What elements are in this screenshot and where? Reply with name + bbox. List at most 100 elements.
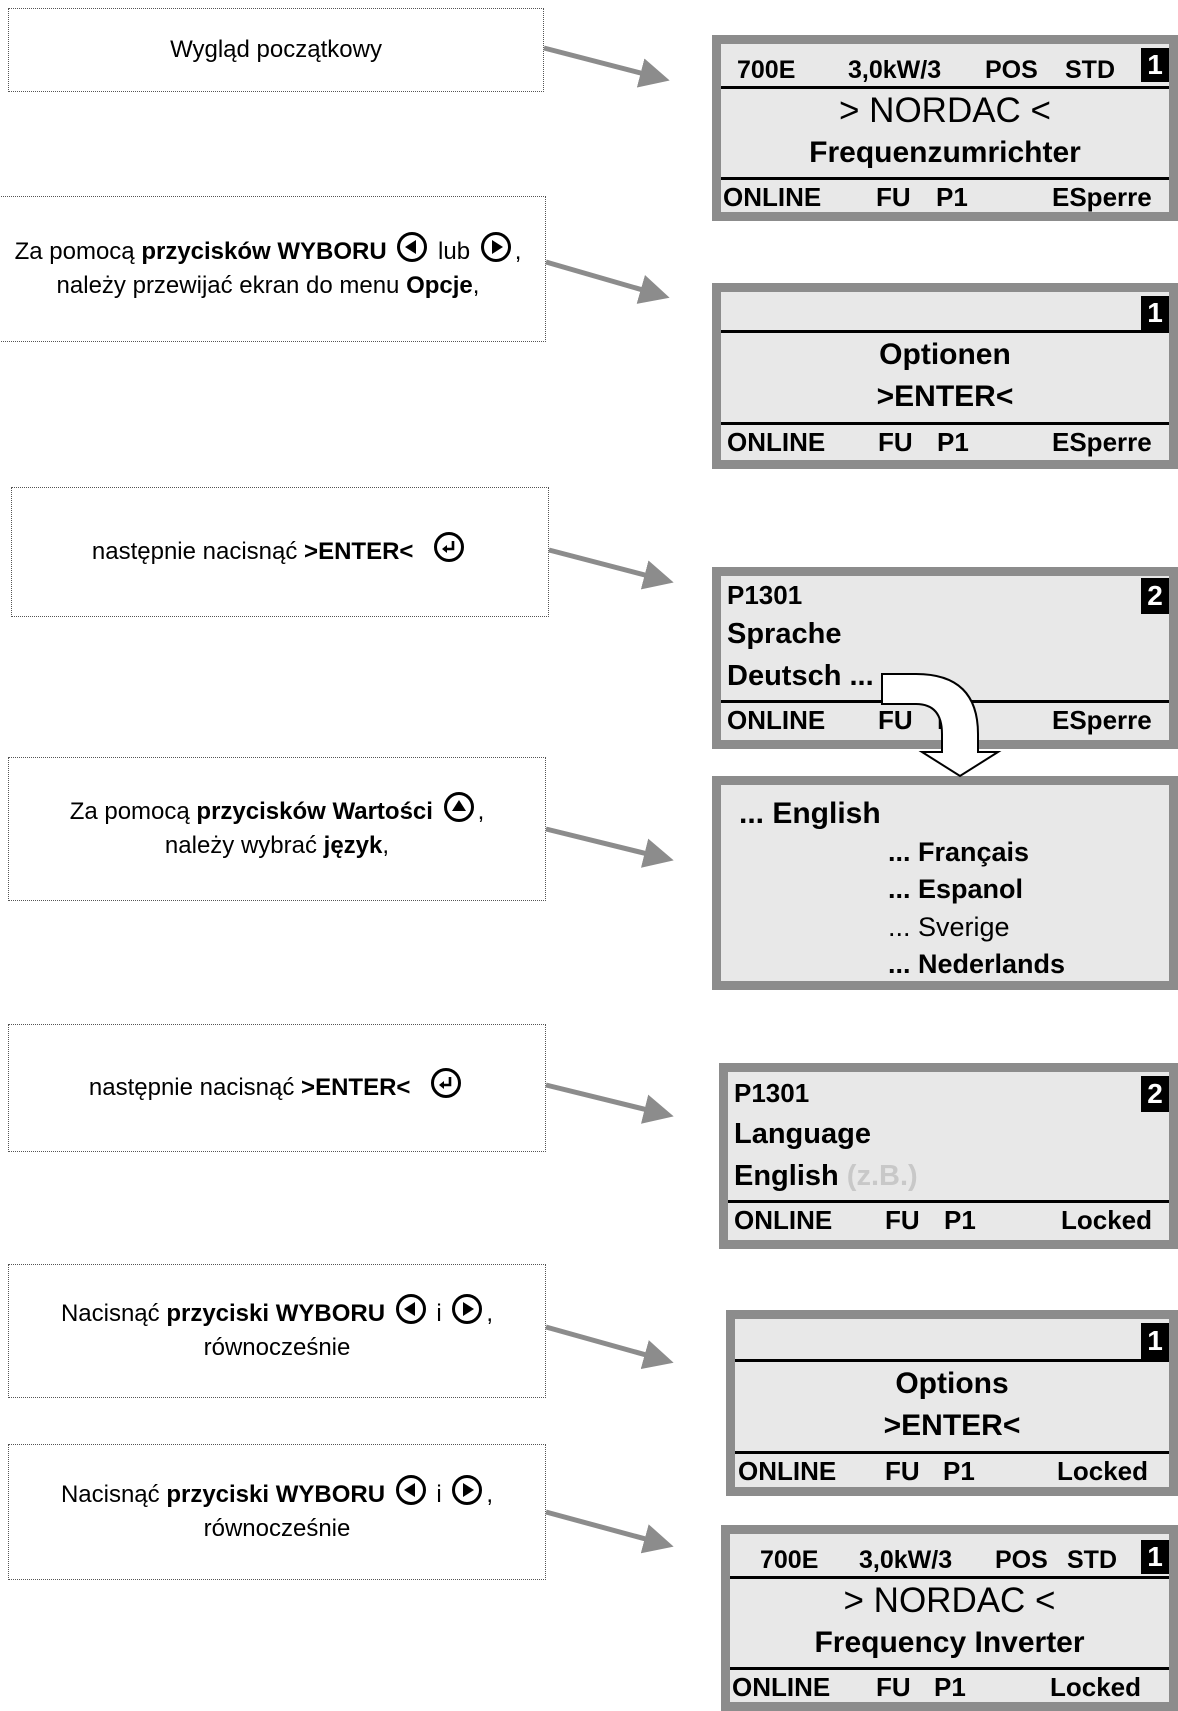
step-text: należy wybrać bbox=[164, 832, 324, 859]
display-line: > NORDAC < bbox=[839, 91, 1051, 130]
page-badge: 2 bbox=[1141, 1076, 1169, 1112]
step-text: , bbox=[486, 1300, 494, 1327]
parameter-number: P1301 bbox=[727, 580, 803, 610]
display-line: > NORDAC < bbox=[843, 1581, 1056, 1620]
step-press-select-both-2: Nacisnąć przyciski WYBORU i , równocześn… bbox=[8, 1444, 546, 1580]
language-option: ... Sverige bbox=[888, 912, 1010, 942]
separator bbox=[721, 86, 1169, 89]
language-option: ... Français bbox=[888, 837, 1030, 867]
pos-label: POS bbox=[985, 56, 1038, 84]
arrow bbox=[543, 45, 670, 88]
right-select-button-icon bbox=[452, 1474, 483, 1505]
step-text: równocześnie bbox=[203, 1515, 351, 1542]
curved-down-arrow-icon bbox=[881, 673, 1002, 778]
language-option: ... Nederlands bbox=[888, 949, 1066, 979]
status-fu: FU bbox=[885, 1456, 920, 1486]
display-initial: 700E 3,0kW/3 POS STD 1 > NORDAC < Freque… bbox=[712, 35, 1178, 221]
power-label: 3,0kW/3 bbox=[848, 56, 942, 84]
step-text: i bbox=[429, 1300, 449, 1327]
step-text: , bbox=[514, 238, 522, 265]
step-text-bold: język bbox=[323, 832, 383, 859]
status-lock: Locked bbox=[1061, 1205, 1153, 1235]
display-line: >ENTER< bbox=[883, 1409, 1021, 1442]
separator bbox=[721, 422, 1169, 425]
display-options: 1 Options >ENTER< ONLINE FU P1 Locked bbox=[726, 1310, 1178, 1496]
arrow bbox=[545, 1082, 674, 1124]
page-badge: 1 bbox=[1141, 1323, 1169, 1359]
step-text-bold: >ENTER< bbox=[301, 1074, 411, 1101]
separator bbox=[730, 1667, 1169, 1670]
status-p: P1 bbox=[937, 427, 969, 457]
language-list: ... English ... Français ... Espanol ...… bbox=[712, 776, 1178, 990]
step-press-enter-1: następnie nacisnąć >ENTER< bbox=[11, 487, 549, 617]
header-row: 700E 3,0kW/3 POS STD bbox=[721, 56, 1169, 86]
step-text: , bbox=[382, 832, 390, 859]
status-row: ONLINE FU P1 ESperre bbox=[721, 182, 1169, 212]
arrow bbox=[545, 259, 670, 304]
enter-button-icon bbox=[431, 1067, 462, 1098]
status-fu: FU bbox=[878, 427, 913, 457]
step-text: następnie nacisnąć bbox=[91, 538, 305, 565]
status-p: P1 bbox=[944, 1205, 976, 1235]
display-line: Optionen bbox=[879, 338, 1011, 371]
status-row: ONLINE FU P ESperre bbox=[721, 705, 1169, 735]
status-lock: ESperre bbox=[1052, 427, 1152, 457]
step-select-language: Za pomocą przycisków Wartości , należy w… bbox=[8, 757, 546, 901]
parameter-value: Deutsch ... bbox=[727, 660, 874, 692]
parameter-number: P1301 bbox=[734, 1078, 810, 1108]
display-line: Options bbox=[895, 1367, 1009, 1400]
status-fu: FU bbox=[885, 1205, 920, 1235]
status-row: ONLINE FU P1 Locked bbox=[730, 1672, 1169, 1702]
step-text: równocześnie bbox=[203, 1334, 351, 1361]
status-fu: FU bbox=[876, 182, 911, 212]
status-online: ONLINE bbox=[732, 1672, 831, 1702]
step-text: Nacisnąć bbox=[60, 1300, 167, 1327]
step-text: , bbox=[477, 798, 485, 825]
separator bbox=[735, 1451, 1169, 1454]
step-text: Za pomocą bbox=[69, 798, 197, 825]
status-lock: Locked bbox=[1057, 1456, 1149, 1486]
power-label: 3,0kW/3 bbox=[859, 1546, 953, 1574]
display-final: 700E 3,0kW/3 POS STD 1 > NORDAC < Freque… bbox=[721, 1525, 1178, 1711]
header-row: 700E 3,0kW/3 POS STD bbox=[730, 1546, 1169, 1576]
step-text-bold: przycisków Wartości bbox=[196, 798, 433, 825]
pos-label: POS bbox=[995, 1546, 1048, 1574]
arrow bbox=[545, 1324, 674, 1370]
step-text: , bbox=[486, 1481, 494, 1508]
step-text-bold: przyciski WYBORU bbox=[166, 1300, 386, 1327]
model-label: 700E bbox=[737, 56, 796, 84]
page-badge: 1 bbox=[1141, 48, 1169, 82]
left-select-button-icon bbox=[395, 1474, 426, 1505]
status-p: P1 bbox=[934, 1672, 966, 1702]
step-text-bold: Opcje bbox=[406, 272, 473, 299]
status-lock: Locked bbox=[1050, 1672, 1142, 1702]
status-online: ONLINE bbox=[727, 705, 826, 735]
parameter-name: Language bbox=[734, 1118, 871, 1150]
step-text: należy przewijać ekran do menu bbox=[56, 272, 407, 299]
arrow bbox=[545, 826, 674, 868]
step-text: następnie nacisnąć bbox=[88, 1074, 302, 1101]
status-fu: FU bbox=[878, 705, 913, 735]
step-text: Nacisnąć bbox=[60, 1481, 167, 1508]
status-lock: ESperre bbox=[1052, 705, 1152, 735]
std-label: STD bbox=[1065, 56, 1115, 84]
page-badge: 1 bbox=[1141, 296, 1169, 330]
step-text: Za pomocą bbox=[14, 238, 142, 265]
parameter-value: English bbox=[734, 1160, 839, 1192]
step-text: lub bbox=[431, 238, 477, 265]
right-select-button-icon bbox=[452, 1293, 483, 1324]
parameter-name: Sprache bbox=[727, 618, 842, 650]
step-scroll-to-options: Za pomocą przycisków WYBORU lub , należy… bbox=[0, 196, 546, 342]
status-online: ONLINE bbox=[738, 1456, 837, 1486]
step-text: i bbox=[429, 1481, 449, 1508]
page-badge: 2 bbox=[1141, 578, 1169, 614]
display-line: >ENTER< bbox=[876, 380, 1014, 413]
language-option: ... English bbox=[739, 797, 881, 830]
status-online: ONLINE bbox=[727, 427, 826, 457]
separator bbox=[730, 1576, 1169, 1579]
step-text: Wygląd początkowy bbox=[170, 36, 382, 63]
status-row: ONLINE FU P1 Locked bbox=[728, 1205, 1169, 1235]
arrow bbox=[545, 1509, 674, 1554]
parameter-value-row: English (z.B.) bbox=[728, 1160, 1169, 1193]
language-option: ... Espanol bbox=[888, 874, 1024, 904]
